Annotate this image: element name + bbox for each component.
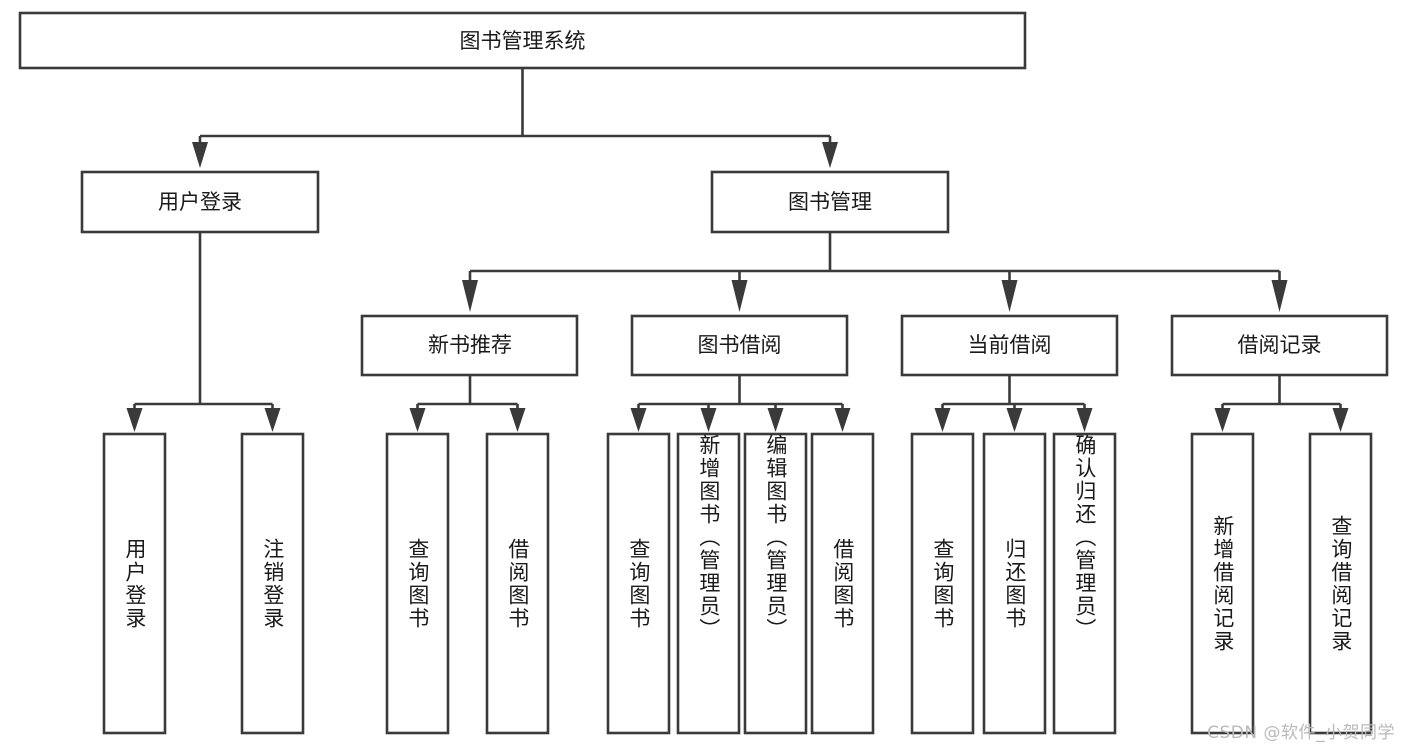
arrow-head-icon: [731, 280, 748, 312]
node-box-leaf-confirm-return-admin[interactable]: [1052, 432, 1117, 735]
node-box[interactable]: [18, 11, 1027, 70]
node-box-leaf-borrow-book-borrow[interactable]: [810, 432, 875, 735]
node-root[interactable]: 图书管理系统: [18, 11, 1027, 70]
arrow-head-icon: [126, 408, 143, 432]
arrow-head-icon: [409, 408, 426, 432]
arrow-head-icon: [767, 408, 784, 432]
arrow-head-icon: [934, 408, 951, 432]
node-box-leaf-logout[interactable]: [240, 432, 305, 735]
arrow-head-icon: [1076, 408, 1093, 432]
connector-borrowrecords-to-leaves: [1214, 375, 1349, 432]
arrow-head-icon: [700, 408, 717, 432]
arrow-head-icon: [834, 408, 851, 432]
node-box[interactable]: [80, 170, 320, 234]
arrow-head-icon: [822, 142, 838, 168]
arrow-head-icon: [1271, 280, 1288, 312]
node-box-leaf-borrow-book-rec[interactable]: [485, 432, 550, 735]
node-box-leaf-add-borrow-record[interactable]: [1190, 432, 1255, 735]
node-current-borrow[interactable]: 当前借阅: [900, 314, 1119, 377]
node-box[interactable]: [710, 170, 950, 234]
connector-root-to-level2: [192, 68, 838, 168]
node-box-leaf-return-book[interactable]: [982, 432, 1047, 735]
node-box[interactable]: [360, 314, 579, 377]
node-new-book-recommend[interactable]: 新书推荐: [360, 314, 579, 377]
arrow-head-icon: [192, 142, 208, 168]
arrow-head-icon: [1332, 408, 1349, 432]
node-book-management[interactable]: 图书管理: [710, 170, 950, 234]
node-box[interactable]: [630, 314, 849, 377]
arrow-head-icon: [264, 408, 281, 432]
arrow-head-icon: [1006, 408, 1023, 432]
connector-bookborrow-to-leaves: [630, 375, 851, 432]
watermark-text: CSDN @软件_小贺同学: [1207, 723, 1395, 743]
node-box-leaf-query-book-rec[interactable]: [385, 432, 450, 735]
node-box-leaf-query-book-current[interactable]: [910, 432, 975, 735]
node-box-leaf-edit-book-admin[interactable]: [743, 432, 808, 735]
node-label: 借阅记录: [1238, 333, 1322, 357]
node-borrow-records[interactable]: 借阅记录: [1170, 314, 1389, 377]
arrow-head-icon: [630, 408, 647, 432]
node-label: 图书借阅: [698, 333, 782, 357]
connector-currentborrow-to-leaves: [934, 375, 1093, 432]
arrow-head-icon: [1214, 408, 1231, 432]
node-label: 新书推荐: [428, 333, 512, 357]
node-box-leaf-query-borrow-record[interactable]: [1308, 432, 1373, 735]
node-box-leaf-user-login[interactable]: [102, 432, 167, 735]
node-label: 图书管理系统: [460, 29, 586, 53]
node-box-leaf-query-book-borrow[interactable]: [606, 432, 671, 735]
node-book-borrow[interactable]: 图书借阅: [630, 314, 849, 377]
node-label: 当前借阅: [968, 333, 1052, 357]
arrow-head-icon: [509, 408, 526, 432]
node-label: 用户登录: [158, 190, 242, 214]
node-user-login[interactable]: 用户登录: [80, 170, 320, 234]
arrow-head-icon: [462, 280, 478, 312]
connector-newbook-to-leaves: [409, 375, 526, 432]
node-box-leaf-add-book-admin[interactable]: [676, 432, 741, 735]
node-box[interactable]: [1170, 314, 1389, 377]
arrow-head-icon: [1001, 280, 1018, 312]
node-box[interactable]: [900, 314, 1119, 377]
connector-bookmgmt-to-level3: [462, 232, 1288, 312]
connector-userlogin-to-leaves: [126, 232, 281, 432]
node-label: 图书管理: [788, 190, 872, 214]
